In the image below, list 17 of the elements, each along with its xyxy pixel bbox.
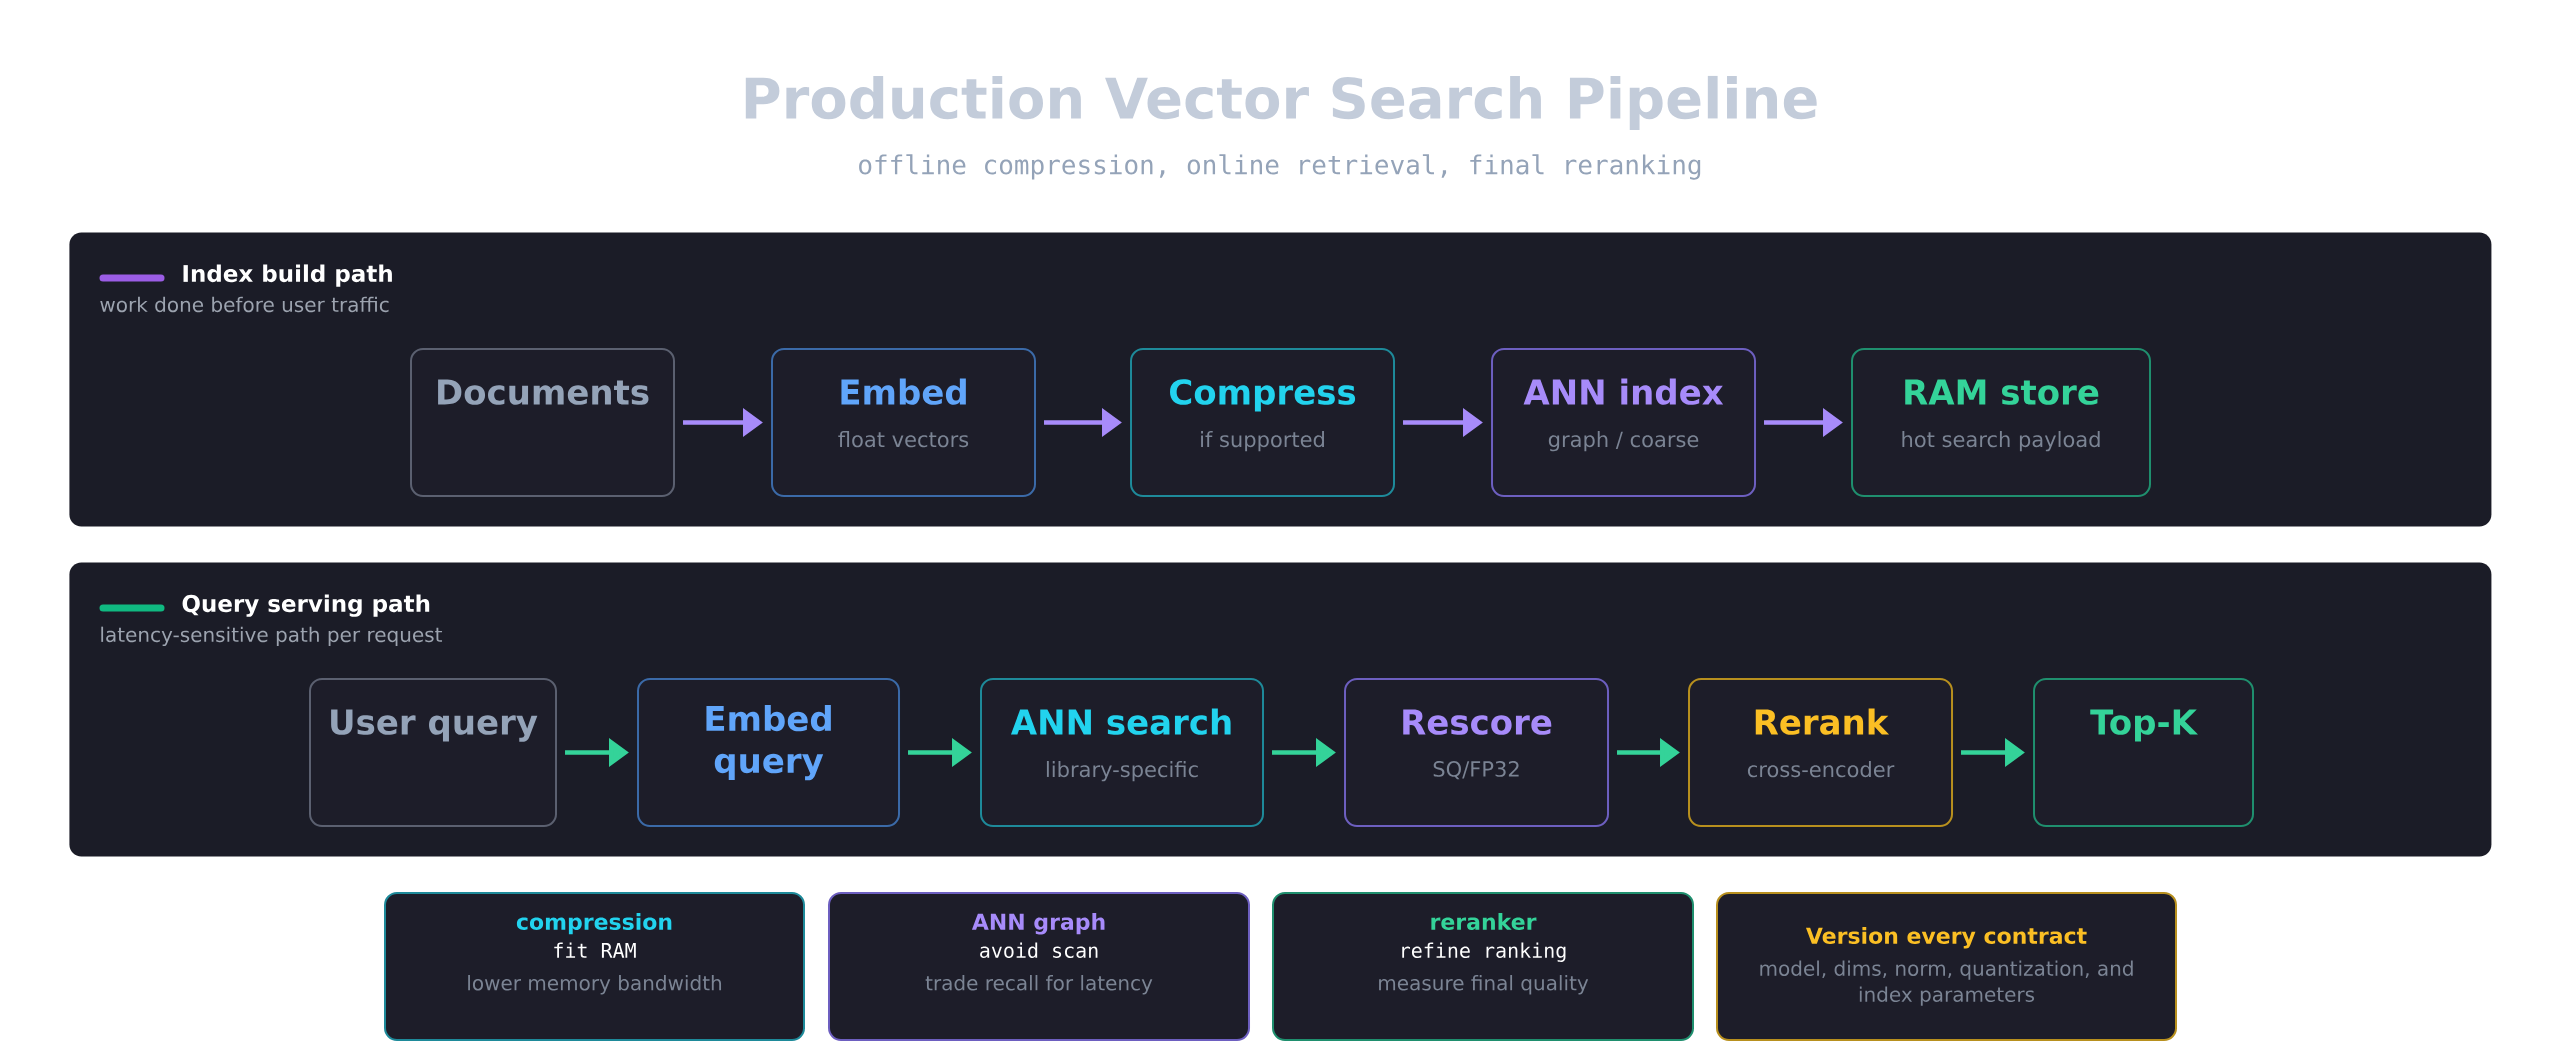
note-card: ANN graph avoid scan trade recall for latency — [828, 892, 1250, 1041]
process-box: Documents — [410, 348, 675, 497]
process-box: Compress if supported — [1130, 348, 1395, 497]
process-box: Rerank cross-encoder — [1688, 678, 1953, 827]
note-card: compression fit RAM lower memory bandwidth — [384, 892, 805, 1041]
subtitle: offline compression, online retrieval, final reranking — [859, 154, 1701, 180]
process-box: RAM store hot search payload — [1851, 348, 2151, 497]
process-box: Top-K — [2033, 678, 2254, 827]
process-box: Embed float vectors — [771, 348, 1036, 497]
process-box: ANN index graph / coarse — [1491, 348, 1756, 497]
title: Production Vector Search Pipeline — [745, 75, 1817, 131]
process-box: Embed query — [637, 678, 900, 827]
process-box: User query — [309, 678, 557, 827]
note-card: Version every contract model, dims, norm, quantization, and index parameters — [1716, 892, 2177, 1041]
note-card: reranker refine ranking measure final quality — [1272, 892, 1694, 1041]
process-box: ANN search library-specific — [980, 678, 1264, 827]
process-box: Rescore SQ/FP32 — [1344, 678, 1609, 827]
